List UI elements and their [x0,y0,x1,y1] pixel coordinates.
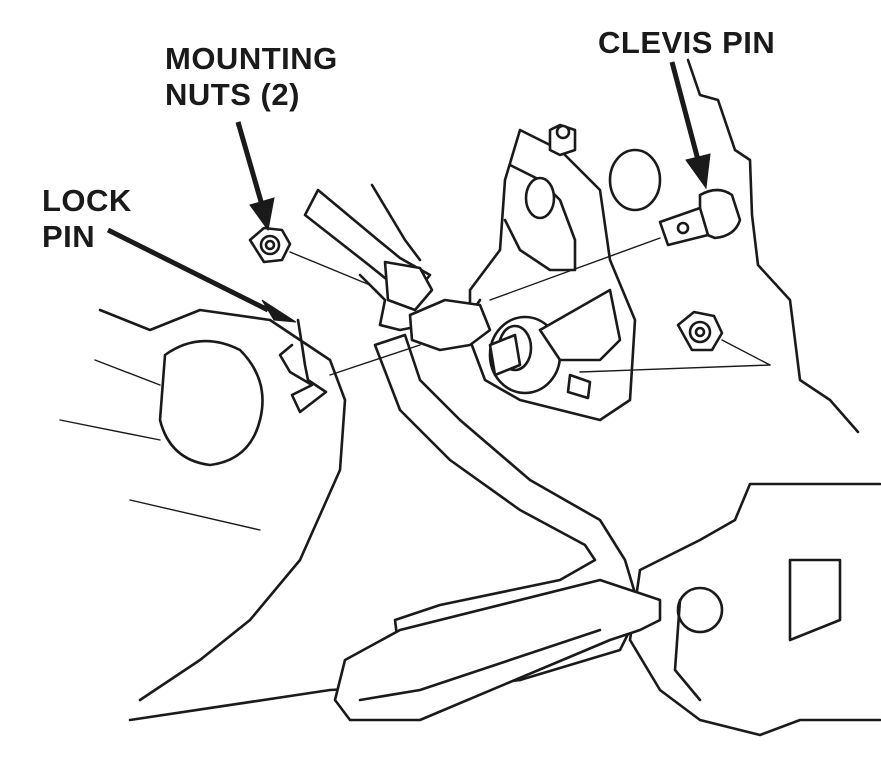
bracket-lower-tab [538,288,622,362]
pedal-pad-edge [358,628,602,702]
label-lock-pin-line2: PIN [42,219,96,254]
lower-panel-edge [673,598,702,702]
dash-panel-outline [98,308,347,702]
lock-pin [278,318,328,414]
clevis-pin-leader [489,237,661,301]
booster-plate-hole [608,148,662,212]
lower-bracket-outline [628,482,881,737]
bracket-hole [676,586,724,634]
clevis-pin-arrow-head [685,153,711,190]
mounting-nut-left [248,226,292,264]
pivot-bolt-stud [566,373,592,400]
lock-pin-arrow-head [261,299,297,323]
mounting-nut-left-leader [289,251,371,286]
pushrod-jam-nut [383,260,434,312]
label-mounting-nuts-line1: MOUNTING [165,41,338,76]
mounting-nut-right-leader-a [721,339,771,366]
pedal-pad [333,578,662,722]
pushrod-upper-line [370,183,422,262]
top-stud-nut [555,124,571,140]
label-lock-pin-line1: LOCK [42,183,132,218]
dash-panel-recess [158,339,264,467]
clevis-pin-hole [676,221,690,235]
bracket-slot [524,176,556,220]
mounting-nuts-arrow-shaft [235,121,265,206]
pivot-shaft [488,333,522,377]
label-clevis-pin: CLEVIS PIN [598,25,776,60]
mounting-nut-right [676,310,724,352]
mounting-nuts-arrow-head [249,197,275,232]
lock-pin-leader [329,344,421,376]
dash-panel-seam-3 [129,499,261,531]
firewall-panel-outline [686,58,860,434]
lower-bracket-cutout [788,558,842,642]
clevis-yoke [408,298,492,352]
lock-pin-arrow-shaft [106,227,270,313]
dash-panel-seam-2 [59,419,161,441]
clevis-pin-arrow-shaft [669,61,701,161]
dash-panel-seam-1 [94,359,161,386]
clevis-pin-head [698,188,742,240]
mounting-nut-right-leader-b [579,364,771,373]
label-mounting-nuts-line2: NUTS (2) [165,77,300,112]
